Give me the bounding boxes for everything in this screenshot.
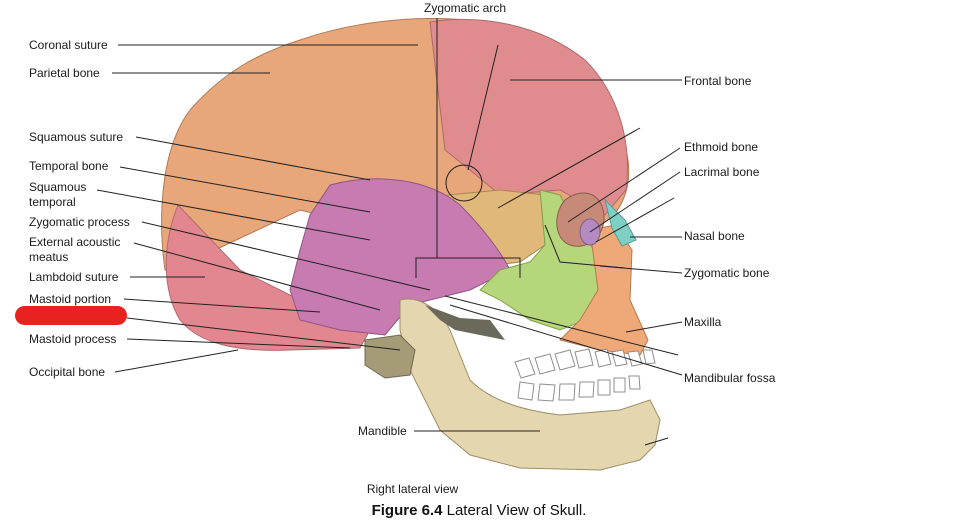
label-parietal-bone: Parietal bone (29, 66, 100, 80)
caption-number: Figure 6.4 (371, 502, 443, 519)
label-ethmoid-bone: Ethmoid bone (684, 140, 759, 154)
nasal-bone-shape (604, 198, 637, 247)
label-coronal-suture: Coronal suture (29, 38, 108, 52)
zygomatic-arch-circle (445, 164, 483, 202)
teeth-group (514, 348, 656, 402)
label-frontal-bone: Frontal bone (684, 74, 752, 88)
redaction-mark (15, 306, 127, 325)
label-zygomatic-arch: Zygomatic arch (424, 1, 507, 15)
label-maxilla: Maxilla (684, 315, 722, 329)
label-zygomatic-process: Zygomatic process (29, 215, 130, 229)
zygomatic-arch-bracket (415, 18, 521, 278)
mastoid-process-shape (364, 334, 416, 379)
frontal-bone-shape (429, 18, 628, 216)
label-mandibular-fossa: Mandibular fossa (684, 371, 776, 385)
label-mastoid-process: Mastoid process (29, 332, 117, 346)
label-occipital-bone: Occipital bone (29, 365, 106, 379)
caption-text: Lateral View of Skull. (446, 502, 587, 519)
label-mandible: Mandible (358, 424, 407, 438)
label-nasal-bone: Nasal bone (684, 229, 745, 243)
leader-lines (96, 44, 683, 446)
view-label: Right lateral view (366, 482, 459, 496)
label-mastoid-portion: Mastoid portion (29, 292, 112, 306)
label-zygomatic-bone: Zygomatic bone (684, 266, 770, 280)
label-squamous-suture: Squamous suture (29, 130, 124, 144)
mandibular-notch-shape (425, 305, 505, 340)
label-lacrimal-bone: Lacrimal bone (684, 165, 760, 179)
temporal-bone-shape (289, 178, 511, 336)
label-temporal-bone: Temporal bone (29, 159, 109, 173)
label-lambdoid-suture: Lambdoid suture (29, 270, 119, 284)
figure-caption: Figure 6.4 Lateral View of Skull. (240, 502, 718, 519)
label-squamous-temporal: Squamous temporal (29, 180, 87, 209)
label-external-acoustic-meatus: External acoustic meatus (29, 235, 121, 264)
